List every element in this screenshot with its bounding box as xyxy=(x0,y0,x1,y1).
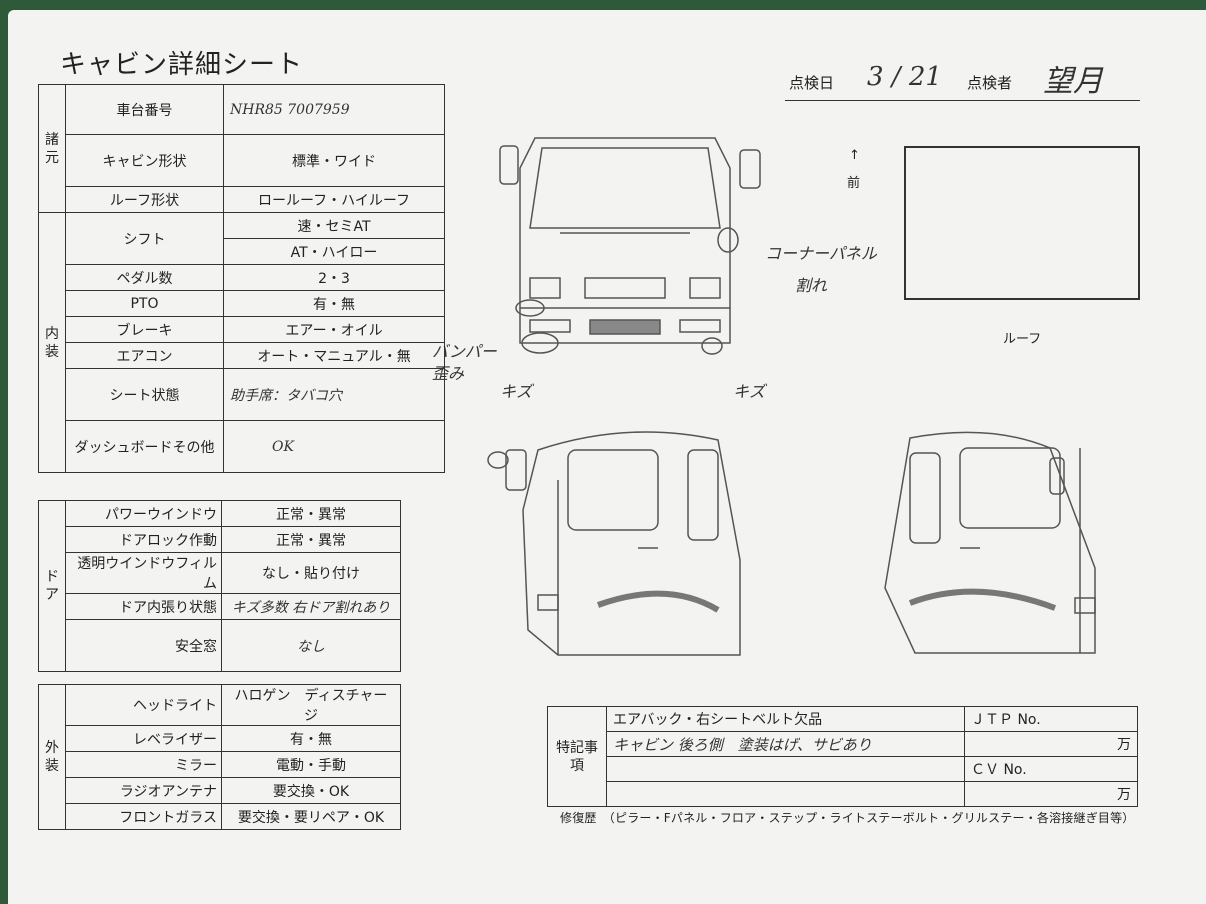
date-value: 3 / 21 xyxy=(867,62,942,92)
inspector-label: 点検者 xyxy=(967,74,1013,92)
exterior-label: フロントガラス xyxy=(65,803,222,830)
interior-label: シフト xyxy=(65,212,224,265)
remarks-line4 xyxy=(606,781,965,807)
remarks-line3 xyxy=(606,756,965,782)
pedal-count: 2・3 xyxy=(223,264,445,291)
roof-label: ルーフ xyxy=(1003,332,1042,347)
door-label: ドアロック作動 xyxy=(65,526,222,553)
safety-window: なし xyxy=(221,619,401,672)
note-corner-panel: コーナーパネル xyxy=(765,244,877,263)
date-label: 点検日 xyxy=(789,74,835,92)
exterior-label: ミラー xyxy=(65,751,222,778)
note-bumper-2: 歪み xyxy=(432,364,465,383)
cabin-right-side-diagram xyxy=(884,431,1096,654)
repair-history: 修復歴 （ピラー・Fパネル・フロア・ステップ・ライトステーボルト・グリルステー・… xyxy=(560,811,1135,825)
mirror: 電動・手動 xyxy=(221,751,401,778)
interior-label: PTO xyxy=(65,290,224,317)
note-scratch-left: キズ xyxy=(500,382,533,401)
power-window: 正常・異常 xyxy=(221,500,401,527)
note-scratch-right: キズ xyxy=(733,382,766,401)
shift-value: 速・セミAT xyxy=(223,212,445,239)
front-arrow: ↑ xyxy=(849,148,860,163)
windshield: 要交換・要リペア・OK xyxy=(221,803,401,830)
pto-value: 有・無 xyxy=(223,290,445,317)
seat-condition: 助手席：タバコ穴 xyxy=(223,368,445,421)
door-label: 安全窓 xyxy=(65,619,222,672)
roof-box xyxy=(904,146,1140,300)
headlight: ハロゲン ディスチャージ xyxy=(221,684,401,726)
cabin-left-side-diagram xyxy=(487,431,741,656)
roof-shape: ロールーフ・ハイルーフ xyxy=(223,186,445,213)
note-corner-panel-2: 割れ xyxy=(795,276,828,295)
interior-label: ペダル数 xyxy=(65,264,224,291)
brake-value: エアー・オイル xyxy=(223,316,445,343)
door-label: ドア内張り状態 xyxy=(65,593,222,620)
interior-label: ダッシュボードその他 xyxy=(65,420,224,473)
exterior-section: 外装 xyxy=(38,684,66,830)
door-label: 透明ウインドウフィルム xyxy=(65,552,222,594)
door-trim: キズ多数 右ドア割れあり xyxy=(221,593,401,620)
cv-unit: 万 xyxy=(964,781,1138,807)
door-lock: 正常・異常 xyxy=(221,526,401,553)
specs-interior-table: 諸元 車台番号 NHR85 7007959 キャビン形状 標準・ワイド ルーフ形… xyxy=(38,84,445,473)
door-table: ドア パワーウインドウ 正常・異常 ドアロック作動 正常・異常 透明ウインドウフ… xyxy=(38,500,401,672)
chassis-number: NHR85 7007959 xyxy=(223,84,445,135)
sheet-title: キャビン詳細シート xyxy=(60,50,304,80)
radio-antenna: 要交換・OK xyxy=(221,777,401,804)
shift-value-2: AT・ハイロー xyxy=(223,238,445,265)
aircon-value: オート・マニュアル・無 xyxy=(223,342,445,369)
interior-label: シート状態 xyxy=(65,368,224,421)
cabin-shape: 標準・ワイド xyxy=(223,134,445,187)
leveler: 有・無 xyxy=(221,725,401,752)
cv-label: ＣＶ No. xyxy=(964,756,1138,782)
remarks-label: 特記事項 xyxy=(547,706,607,807)
door-label: パワーウインドウ xyxy=(65,500,222,527)
cabin-front-diagram xyxy=(499,137,761,355)
front-label: 前 xyxy=(847,176,861,191)
dashboard-value: OK xyxy=(223,420,445,473)
spec-label: キャビン形状 xyxy=(65,134,224,187)
remarks-line1: エアバック・右シートベルト欠品 xyxy=(606,706,965,732)
spec-label: 車台番号 xyxy=(65,84,224,135)
inspection-header: 点検日 3 / 21 点検者 望月 xyxy=(785,62,1140,101)
interior-label: ブレーキ xyxy=(65,316,224,343)
interior-label: エアコン xyxy=(65,342,224,369)
jtp-label: ＪＴＰ No. xyxy=(964,706,1138,732)
inspector-value: 望月 xyxy=(1043,64,1103,99)
exterior-label: ラジオアンテナ xyxy=(65,777,222,804)
specs-section: 諸元 xyxy=(38,84,66,213)
exterior-table: 外装 ヘッドライト ハロゲン ディスチャージ レベライザー 有・無 ミラー 電動… xyxy=(38,684,401,830)
interior-section: 内装 xyxy=(38,212,66,473)
note-bumper: バンパー xyxy=(432,342,497,361)
window-film: なし・貼り付け xyxy=(221,552,401,594)
remarks-line2: キャビン 後ろ側 塗装はげ、サビあり xyxy=(606,731,965,757)
exterior-label: レベライザー xyxy=(65,725,222,752)
remarks-table: 特記事項 エアバック・右シートベルト欠品 ＪＴＰ No. キャビン 後ろ側 塗装… xyxy=(547,706,1138,807)
exterior-label: ヘッドライト xyxy=(65,684,222,726)
spec-label: ルーフ形状 xyxy=(65,186,224,213)
door-section: ドア xyxy=(38,500,66,672)
jtp-unit: 万 xyxy=(964,731,1138,757)
